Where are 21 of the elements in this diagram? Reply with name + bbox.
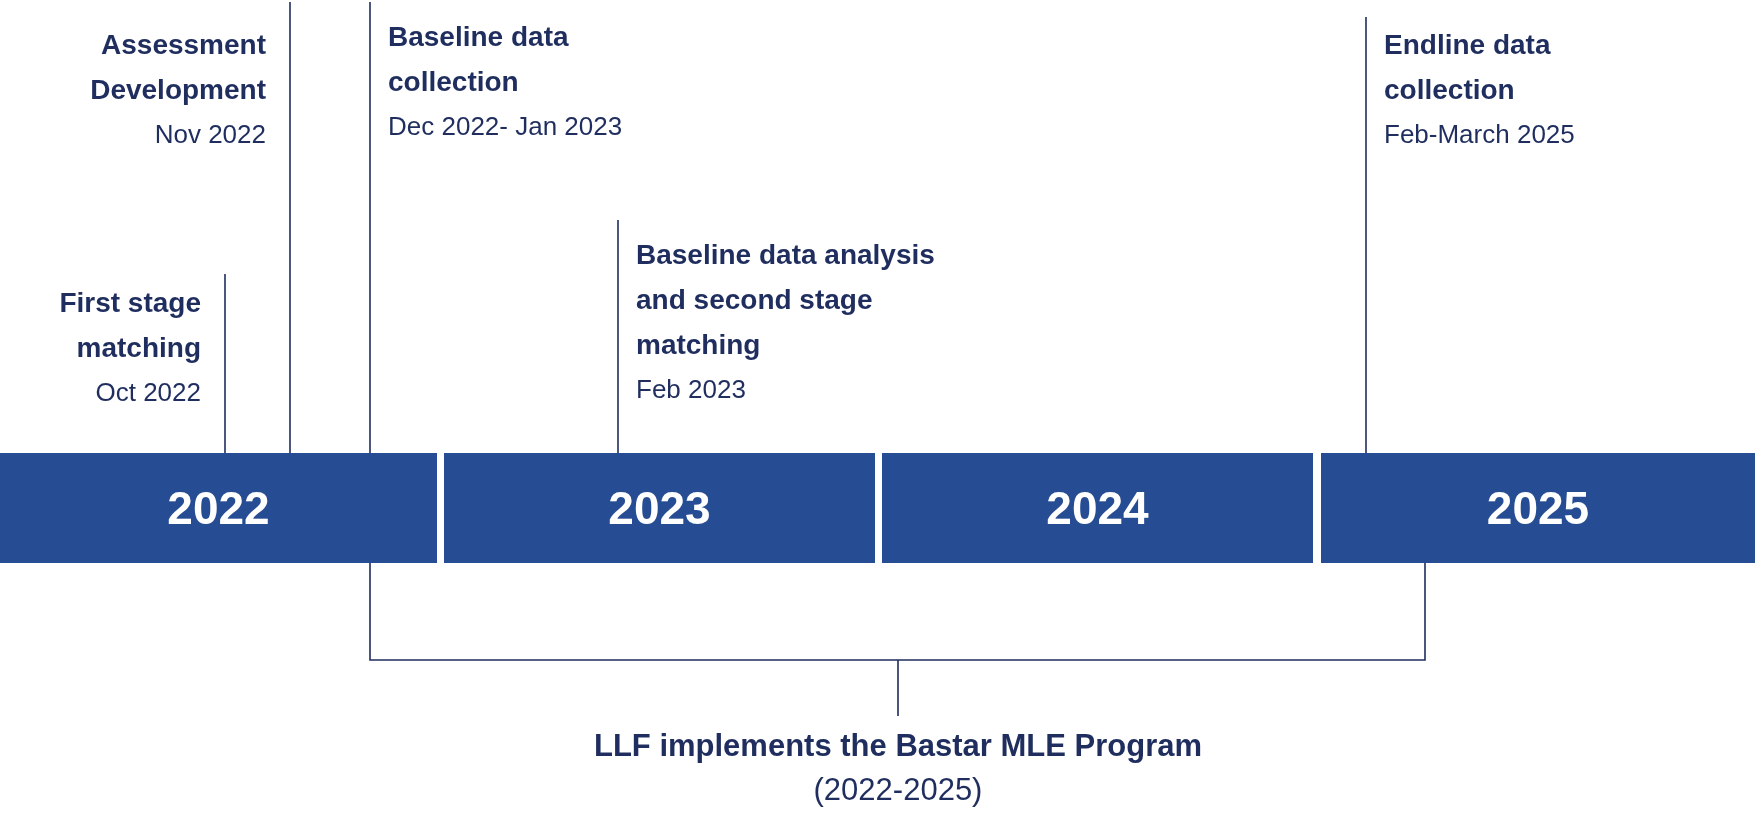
milestone-title: Endline data collection	[1384, 28, 1552, 107]
leader-line	[224, 273, 226, 454]
leader-line	[617, 219, 619, 454]
milestone-date: Oct 2022	[94, 376, 201, 409]
milestone-title: First stage matching	[58, 286, 201, 365]
milestone-date: Feb 2023	[636, 373, 747, 406]
year-bar: 2024	[882, 453, 1313, 563]
milestone-date: Nov 2022	[153, 118, 266, 151]
milestone-date: Dec 2022- Jan 2023	[388, 110, 624, 143]
year-bar: 2022	[0, 453, 437, 563]
leader-line	[1365, 16, 1367, 454]
milestone-title: Assessment Development	[89, 28, 266, 107]
year-bar: 2023	[444, 453, 875, 563]
year-bar: 2025	[1321, 453, 1755, 563]
leader-line	[289, 1, 291, 454]
leader-line	[369, 1, 371, 454]
bracket-caption: LLF implements the Bastar MLE Program	[592, 728, 1204, 764]
milestone-title: Baseline data collection	[388, 20, 570, 99]
milestone-title: Baseline data analysis and second stage matching	[636, 238, 936, 362]
milestone-date: Feb-March 2025	[1384, 118, 1576, 151]
date-range: (2022-2025)	[812, 772, 984, 808]
